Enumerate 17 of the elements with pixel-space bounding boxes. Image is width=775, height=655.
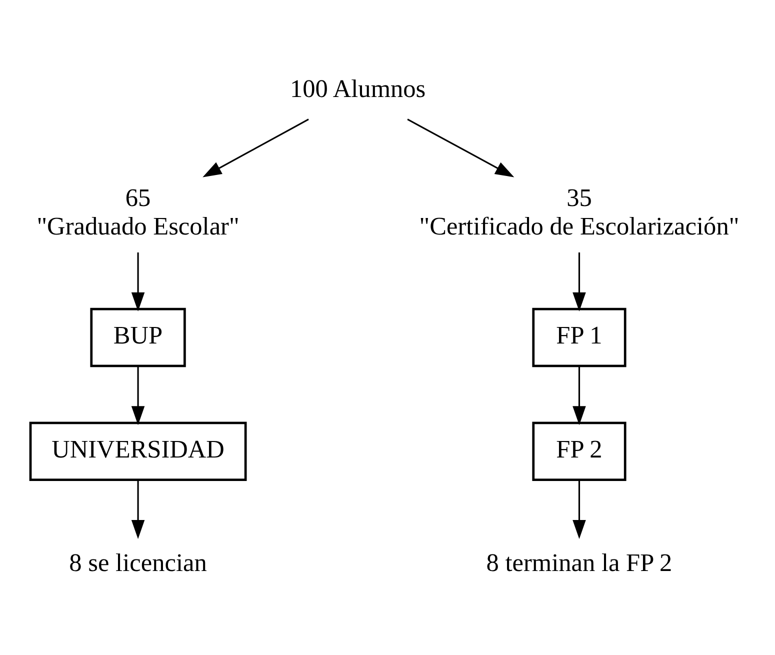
arrow xyxy=(572,252,586,311)
arrow xyxy=(572,366,586,425)
node-box: FP 1 xyxy=(532,307,626,367)
arrow xyxy=(572,480,586,538)
node-box: BUP xyxy=(90,307,186,367)
arrow xyxy=(407,118,514,177)
node-text: 8 se licencian xyxy=(69,548,207,577)
node-box: UNIVERSIDAD xyxy=(29,421,247,480)
node-text: 65 "Graduado Escolar" xyxy=(36,183,240,240)
node-box: FP 2 xyxy=(532,421,626,480)
node-text: 35 "Certificado de Escolarización" xyxy=(419,183,740,240)
arrow xyxy=(131,252,145,311)
arrow xyxy=(131,480,145,538)
arrow xyxy=(202,118,309,177)
arrow xyxy=(131,366,145,425)
node-text: 100 Alumnos xyxy=(290,74,426,102)
node-text: 8 terminan la FP 2 xyxy=(486,548,672,577)
